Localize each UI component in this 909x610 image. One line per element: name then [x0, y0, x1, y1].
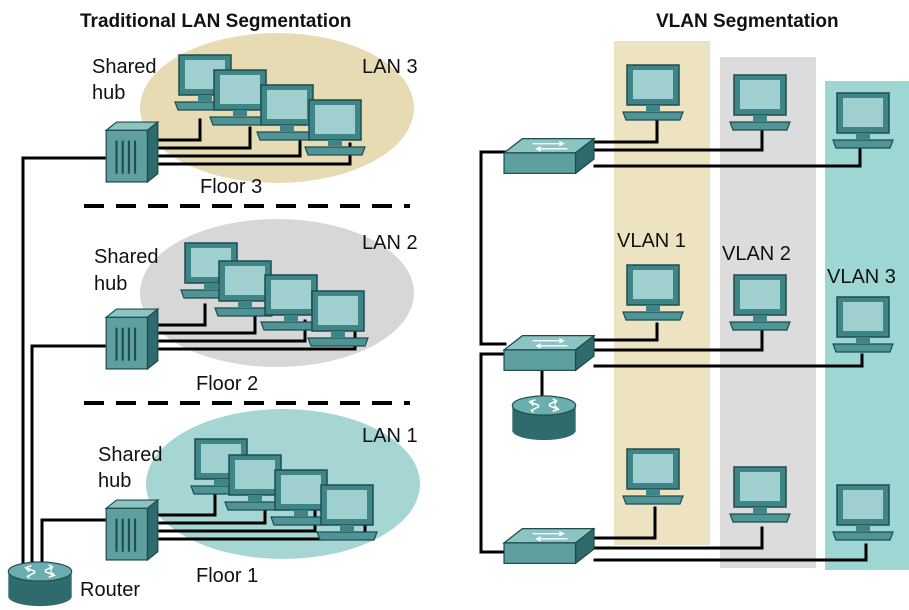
left-title: Traditional LAN Segmentation — [80, 11, 351, 32]
shared-hub-label: hub — [94, 273, 127, 295]
shared-hub-label: hub — [98, 470, 131, 492]
switch-icon — [503, 137, 595, 175]
shared-hub-label: Shared — [92, 56, 157, 78]
switch-icon — [503, 527, 595, 565]
shared-hub-icon — [105, 499, 159, 561]
vlan3-label: VLAN 3 — [827, 266, 896, 288]
shared-hub-label: Shared — [98, 444, 163, 466]
pc-icon — [832, 296, 894, 353]
pc-icon — [304, 99, 366, 156]
floor2-label: Floor 2 — [196, 373, 258, 395]
pc-icon — [729, 274, 791, 331]
pc-icon — [622, 448, 684, 505]
pc-icon — [622, 64, 684, 121]
router-label: Router — [80, 579, 140, 601]
pc-icon — [729, 74, 791, 131]
pc-icon — [832, 92, 894, 149]
shared-hub-label: Shared — [94, 246, 159, 268]
shared-hub-icon — [105, 121, 159, 183]
lan2-label: LAN 2 — [362, 232, 418, 254]
router-icon — [7, 561, 73, 607]
vlan2-label: VLAN 2 — [722, 243, 791, 265]
shared-hub-icon — [105, 308, 159, 370]
pc-icon — [256, 84, 318, 141]
floor1-label: Floor 1 — [196, 565, 258, 587]
shared-hub-label: hub — [92, 82, 125, 104]
right-title: VLAN Segmentation — [656, 11, 839, 32]
pc-icon — [307, 290, 369, 347]
pc-icon — [316, 484, 378, 541]
lan3-label: LAN 3 — [362, 56, 418, 78]
vlan1-label: VLAN 1 — [617, 230, 686, 252]
router-icon — [511, 395, 577, 441]
switch-icon — [503, 334, 595, 372]
pc-icon — [832, 484, 894, 541]
pc-icon — [622, 264, 684, 321]
vlan-wires — [479, 120, 868, 562]
lan1-label: LAN 1 — [362, 425, 418, 447]
lan-wires — [21, 118, 367, 577]
pc-icon — [729, 466, 791, 523]
floor3-label: Floor 3 — [200, 176, 262, 198]
